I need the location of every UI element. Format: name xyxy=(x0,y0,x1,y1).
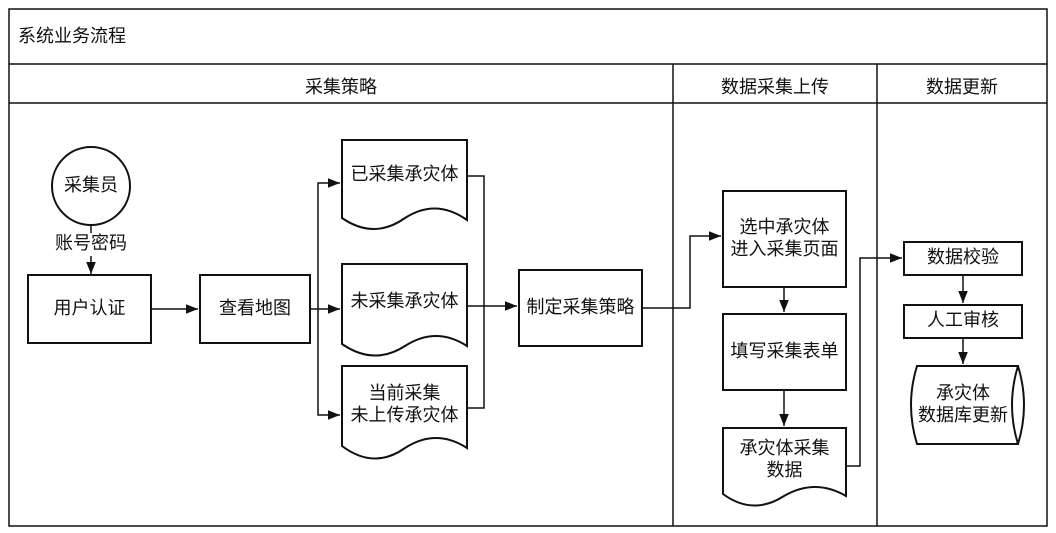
hazard-data-doc-shape xyxy=(722,427,847,507)
make-strategy-box xyxy=(518,269,643,347)
collected-label: 已采集承灾体 xyxy=(350,164,459,185)
fill-form-label: 填写采集表单 xyxy=(730,341,839,362)
uncollected-doc-shape xyxy=(341,263,468,357)
credentials-label: 账号密码 xyxy=(40,233,142,255)
page-title: 系统业务流程 xyxy=(18,26,126,47)
lane-collection-strategy: 采集策略 xyxy=(305,77,377,98)
db-update-label: 承灾体 数据库更新 xyxy=(918,383,1008,426)
outer-frame xyxy=(8,8,1048,527)
view-map-label: 查看地图 xyxy=(219,298,291,319)
select-enter-box xyxy=(722,190,847,288)
current-label: 当前采集 未上传承灾体 xyxy=(350,383,459,426)
collected-doc-shape xyxy=(341,139,468,230)
make-strategy-label: 制定采集策略 xyxy=(526,297,635,318)
validate-box xyxy=(903,241,1023,276)
lane-data-update: 数据更新 xyxy=(926,77,998,98)
hazard-data-label: 承灾体采集 数据 xyxy=(739,438,830,481)
uncollected-label: 未采集承灾体 xyxy=(350,291,459,312)
select-enter-label: 选中承灾体 进入采集页面 xyxy=(730,217,839,260)
review-label: 人工审核 xyxy=(927,310,999,331)
review-box xyxy=(903,304,1023,339)
user-auth-label: 用户认证 xyxy=(53,298,126,319)
validate-label: 数据校验 xyxy=(927,247,999,268)
lane-data-upload: 数据采集上传 xyxy=(721,77,829,98)
current-doc-shape xyxy=(341,365,468,460)
collector-label: 采集员 xyxy=(64,175,118,196)
fill-form-box xyxy=(722,313,847,391)
